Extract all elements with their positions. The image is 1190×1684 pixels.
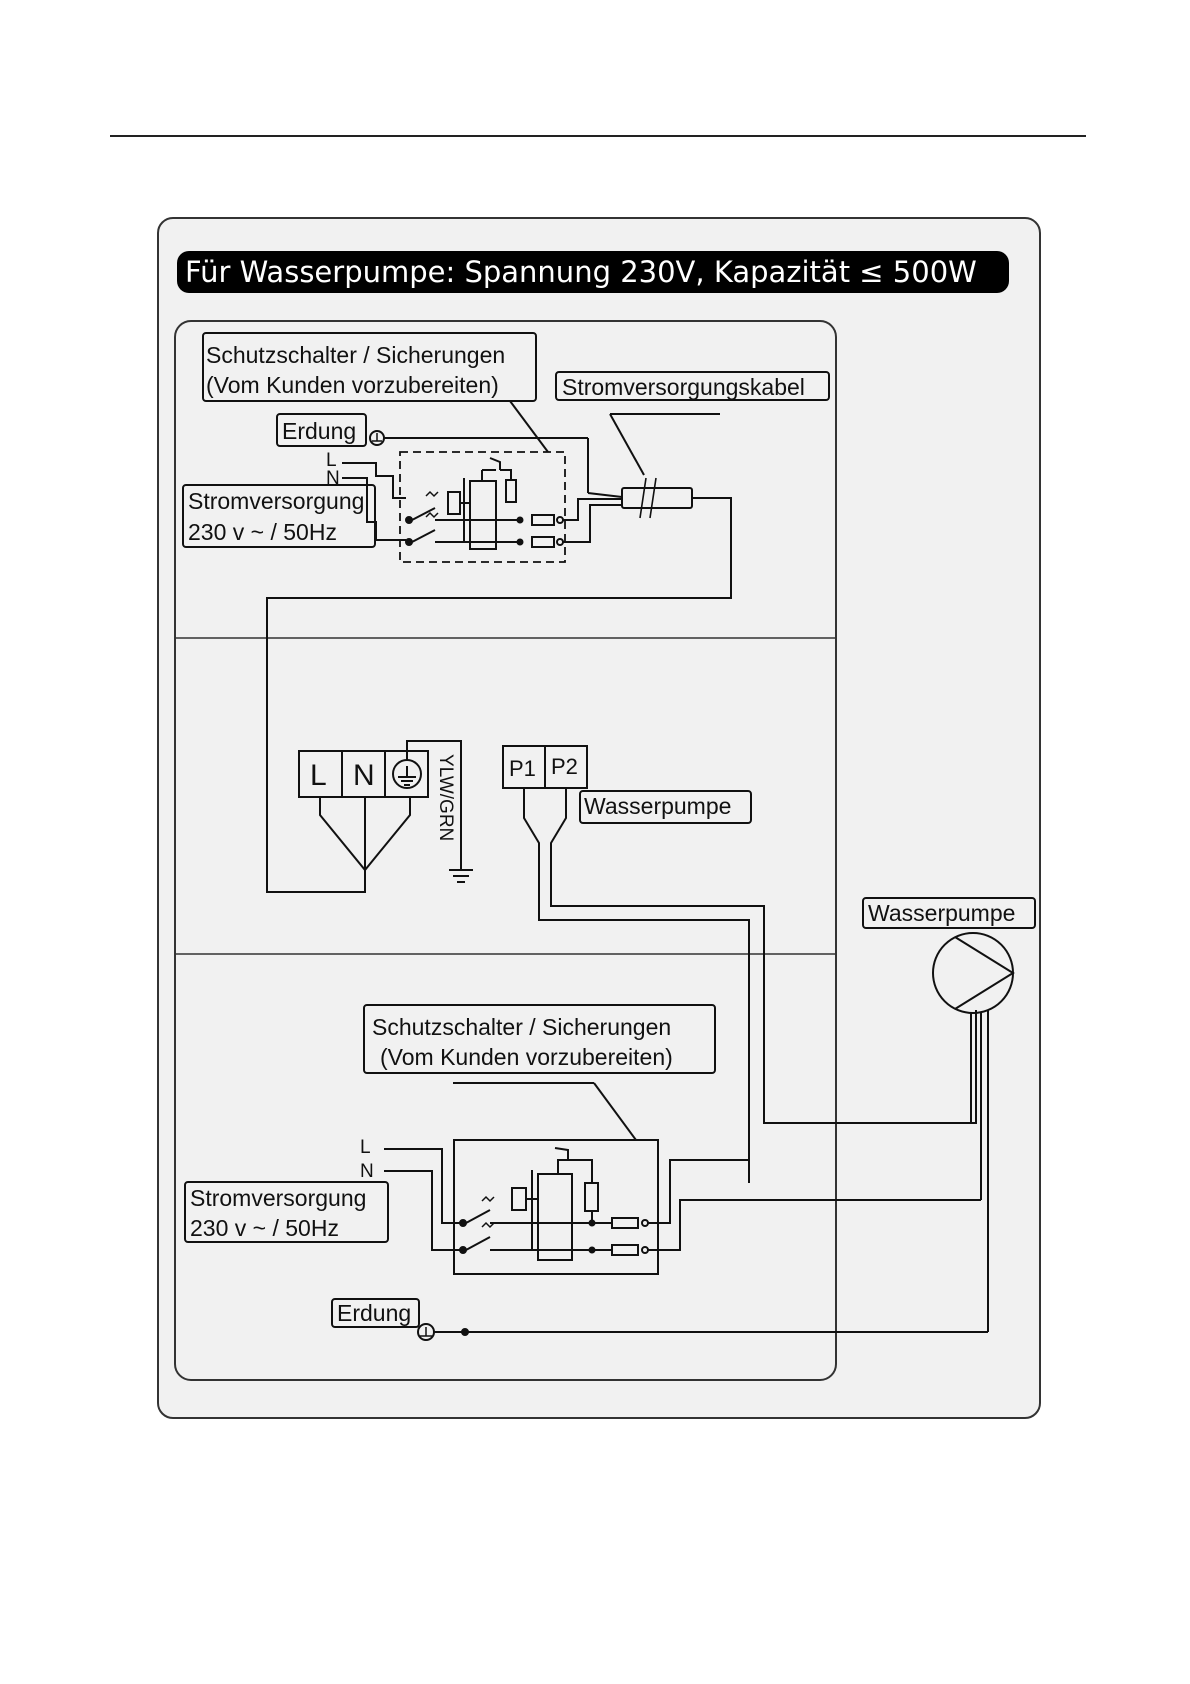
breaker-label-box-bottom (363, 1004, 716, 1074)
terminal-P1-label: P1 (509, 756, 536, 781)
breaker-label-bottom-line2: (Vom Kunden vorzubereiten) (380, 1044, 673, 1070)
supply-label-bottom-line1: Stromversorgung (190, 1185, 366, 1211)
ground-label-box-bottom (331, 1298, 420, 1328)
top-L-label: L (326, 450, 337, 471)
ground-wire-label: YLW/GRN (435, 754, 456, 841)
power-cable (621, 487, 693, 509)
ground-label-box-top (276, 413, 367, 447)
middle-section-text: L N YLW/GRN P1 P2 Wasserpumpe (310, 754, 731, 841)
terminal-P2-label: P2 (551, 754, 578, 779)
unit-panel (174, 320, 837, 1381)
water-pump (862, 897, 1036, 1332)
top-section-text: Schutzschalter / Sicherungen (Vom Kunden… (188, 342, 805, 545)
diagram-frame (157, 217, 1041, 1419)
cable-label: Stromversorgungskabel (562, 374, 805, 400)
bottom-section (184, 1004, 988, 1341)
supply-label-bottom-line2: 230 v ~ / 50Hz (190, 1215, 339, 1241)
supply-label-box-top (182, 484, 376, 548)
supply-label-top-line2: 230 v ~ / 50Hz (188, 519, 337, 545)
breaker-label-top-line1: Schutzschalter / Sicherungen (206, 342, 505, 368)
bottom-section-text: Schutzschalter / Sicherungen (Vom Kunden… (190, 1014, 673, 1326)
supply-label-box-bottom (184, 1181, 389, 1243)
top-section (182, 332, 830, 893)
breaker-label-bottom-line1: Schutzschalter / Sicherungen (372, 1014, 671, 1040)
terminal-N-label: N (353, 759, 375, 792)
top-N-label: N (326, 468, 340, 489)
terminal-L-label: L (310, 759, 327, 792)
pump-label: Wasserpumpe (868, 900, 1015, 926)
pump-terminal-label-box (579, 790, 752, 824)
top-rule (110, 135, 1086, 137)
breaker-label-top-line2: (Vom Kunden vorzubereiten) (206, 372, 499, 398)
pump-label-box (862, 897, 1036, 929)
middle-section (298, 740, 977, 1183)
breaker-box-bottom (453, 1139, 659, 1275)
breaker-label-box-top (202, 332, 537, 402)
ground-label-bottom: Erdung (337, 1300, 411, 1326)
pump-symbol-icon (932, 932, 1014, 1014)
pump-terminal-label: Wasserpumpe (584, 793, 731, 819)
breaker-box-top (399, 451, 566, 563)
cable-label-box (555, 371, 830, 401)
supply-label-top-line1: Stromversorgung (188, 488, 364, 514)
power-terminal-block (298, 750, 429, 798)
bottom-L-label: L (360, 1137, 371, 1158)
ground-label-top: Erdung (282, 418, 356, 444)
diagram-title: Für Wasserpumpe: Spannung 230V, Kapazitä… (177, 251, 1009, 293)
bottom-N-label: N (360, 1161, 374, 1182)
